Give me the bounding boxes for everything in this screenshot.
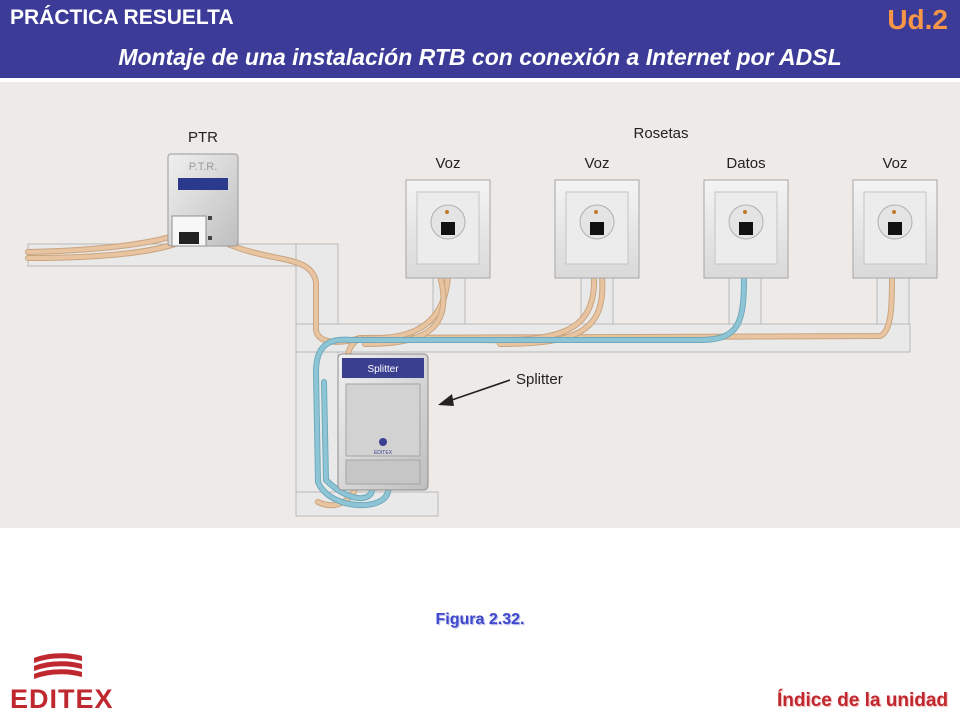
section-kicker: PRÁCTICA RESUELTA bbox=[10, 6, 234, 29]
socket-2-label: Voz bbox=[584, 155, 609, 172]
editex-brand: EDITEX bbox=[10, 684, 114, 714]
unit-index-link[interactable]: Índice de la unidad bbox=[776, 690, 948, 711]
ptr-box: P.T.R. bbox=[167, 153, 239, 247]
wall-raceway bbox=[27, 243, 911, 517]
socket-4-label: Voz bbox=[882, 155, 907, 172]
slide-title: Montaje de una instalación RTB con conex… bbox=[118, 44, 842, 70]
header-bar: PRÁCTICA RESUELTA Ud.2 Montaje de una in… bbox=[0, 0, 960, 78]
ptr-label: PTR bbox=[188, 129, 218, 146]
splitter-brand: EDITEX bbox=[374, 450, 393, 456]
socket-3 bbox=[703, 179, 789, 279]
data-cable bbox=[312, 273, 747, 509]
splitter-label: Splitter bbox=[516, 371, 563, 388]
unit-badge: Ud.2 bbox=[887, 4, 948, 35]
sockets-group-label: Rosetas bbox=[633, 125, 688, 142]
splitter-face-label: Splitter bbox=[367, 364, 399, 375]
figure-caption: Figura 2.32. bbox=[435, 611, 525, 628]
socket-4 bbox=[852, 179, 938, 279]
splitter-arrow bbox=[438, 379, 511, 406]
splitter-box: Splitter EDITEX bbox=[337, 353, 429, 491]
voice-cables bbox=[25, 227, 895, 509]
socket-1-label: Voz bbox=[435, 155, 460, 172]
socket-1 bbox=[405, 179, 491, 279]
editex-logo-icon bbox=[34, 653, 82, 679]
ptr-face-label: P.T.R. bbox=[189, 161, 218, 173]
socket-2 bbox=[554, 179, 640, 279]
installation-figure: P.T.R. PTR Rosetas Voz Voz bbox=[0, 82, 960, 528]
socket-3-label: Datos bbox=[726, 155, 765, 172]
installation-diagram: P.T.R. PTR Rosetas Voz Voz bbox=[25, 125, 938, 517]
